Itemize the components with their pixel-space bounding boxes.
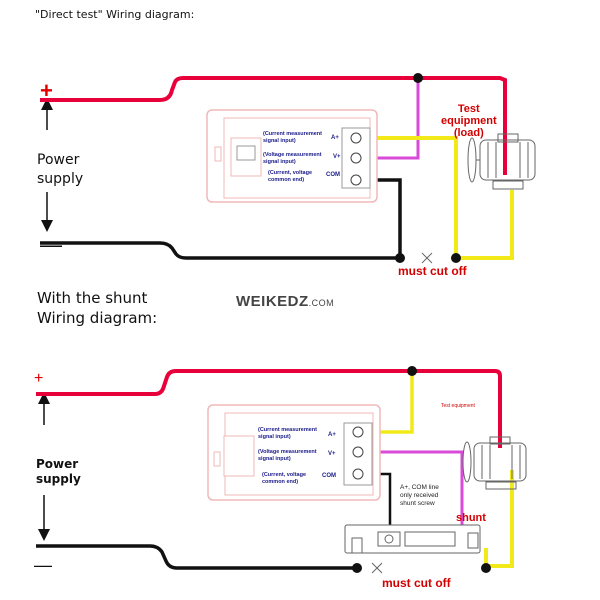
test-equipment-label-1: Test equipment (load)	[441, 103, 497, 139]
negative-wire-2	[36, 544, 357, 570]
positive-wire-2	[36, 369, 502, 448]
common-end-label-2: (Current, voltage common end)	[262, 472, 307, 485]
common-end-label-1: (Current, voltage common end)	[268, 170, 313, 183]
motor-icon	[467, 133, 536, 190]
pin-com-label-1: COM	[326, 172, 340, 178]
junction-dot	[395, 253, 405, 263]
current-wire-1	[360, 136, 514, 260]
pin-v-label-1: V+	[333, 154, 341, 160]
watermark-suffix: .COM	[308, 298, 335, 308]
pin-com-label-2: COM	[322, 473, 336, 479]
plus-sign-2: +	[34, 370, 44, 387]
must-cut-off-label-2: must cut off	[382, 576, 451, 590]
direct-test-diagram	[40, 73, 536, 264]
terminal-com-1	[350, 174, 362, 186]
watermark: WEIKEDZ.COM	[236, 293, 334, 310]
junction-dot	[407, 366, 417, 376]
positive-wire-1	[40, 76, 507, 175]
meter-2	[207, 404, 381, 501]
cut-mark-2	[371, 562, 383, 574]
junction-dot	[451, 253, 461, 263]
minus-sign-1: —	[40, 232, 62, 257]
watermark-main: WEIKEDZ	[236, 293, 309, 310]
junction-dot	[481, 563, 491, 573]
power-supply-label-2: Power supply	[36, 457, 81, 486]
terminal-v-1	[350, 152, 362, 164]
negative-wire-1	[40, 178, 402, 260]
test-equipment-label-2: Test equipment	[441, 403, 475, 409]
current-input-label-2: (Current measurement signal input)	[258, 427, 317, 440]
pin-a-label-2: A+	[328, 432, 336, 438]
junction-dot	[352, 563, 362, 573]
cut-mark-1	[421, 252, 433, 264]
motor-icon-2	[462, 436, 527, 490]
current-input-label-1: (Current measurement signal input)	[263, 131, 322, 144]
shunt-diagram	[36, 366, 527, 574]
direct-test-title: "Direct test" Wiring diagram:	[35, 8, 195, 21]
terminal-a-1	[350, 132, 362, 144]
shunt-label: shunt	[456, 512, 486, 524]
voltage-input-label-1: (Voltage measurement signal input)	[263, 152, 322, 165]
pin-a-label-1: A+	[331, 135, 339, 141]
junction-dot	[413, 73, 423, 83]
pin-v-label-2: V+	[328, 451, 336, 457]
voltage-wire-1	[360, 78, 420, 160]
terminal-a-2	[352, 426, 364, 438]
shunt-diagram-title: With the shunt Wiring diagram:	[37, 289, 158, 327]
load-return-wire-2	[484, 470, 514, 568]
voltage-wire-2	[362, 450, 464, 544]
terminal-com-2	[352, 468, 364, 480]
must-cut-off-label-1: must cut off	[398, 264, 467, 278]
plus-sign-1: +	[40, 78, 53, 103]
minus-sign-2: —	[34, 555, 52, 575]
terminal-v-2	[352, 446, 364, 458]
shunt-note: A+, COM line only received shunt screw	[400, 484, 439, 507]
voltage-input-label-2: (Voltage measurement signal input)	[258, 449, 317, 462]
power-supply-label-1: Power supply	[37, 152, 84, 187]
shunt-resistor	[344, 524, 481, 554]
meter-1	[206, 109, 378, 203]
